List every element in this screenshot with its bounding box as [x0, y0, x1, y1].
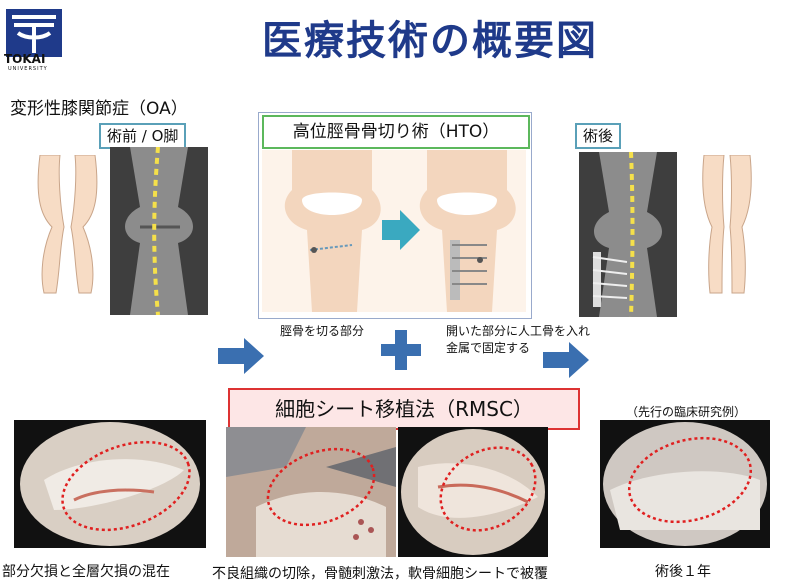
- oa-title: 変形性膝関節症（OA）: [10, 99, 188, 119]
- caption-one-year: 術後１年: [655, 564, 711, 580]
- postop-label: 術後: [575, 123, 622, 149]
- cell-sheet-image: [398, 427, 548, 557]
- preop-label: 術前 / O脚: [99, 123, 187, 149]
- o-leg-illustration: [37, 155, 98, 294]
- page-title: 医療技術の概要図: [262, 18, 598, 64]
- hto-title: 高位脛骨骨切り術（HTO）: [262, 115, 530, 149]
- tokai-logo-icon: [6, 9, 62, 57]
- postop-xray-image: [579, 152, 677, 317]
- hto-caption-left: 脛骨を切る部分: [280, 324, 365, 338]
- logo-text: TOKAI: [4, 52, 46, 66]
- preceding-label: （先行の臨床研究例）: [626, 405, 747, 419]
- arrow-right-icon: [543, 342, 589, 378]
- hto-arrow-icon: [382, 210, 420, 250]
- hto-caption-right-2: 金属で固定する: [446, 341, 531, 355]
- postop-arthroscopy-image: [600, 420, 770, 548]
- surgery-photo-image: [226, 427, 396, 557]
- caption-procedure: 不良組織の切除，骨髄刺激法，軟骨細胞シートで被覆: [212, 566, 548, 582]
- rmsc-title: 細胞シート移植法（RMSC）: [228, 388, 580, 430]
- caption-partial-defect: 部分欠損と全層欠損の混在: [2, 564, 170, 580]
- arrow-right-icon: [218, 338, 264, 374]
- logo-subtext: UNIVERSITY: [8, 66, 48, 72]
- arthroscopy-defect-image: [14, 420, 206, 548]
- hto-caption-right-1: 開いた部分に人工骨を入れ: [446, 324, 591, 338]
- straight-leg-illustration: [702, 155, 752, 294]
- plus-icon: [381, 330, 421, 370]
- hto-illustration: [262, 150, 526, 312]
- preop-xray-image: [110, 147, 208, 315]
